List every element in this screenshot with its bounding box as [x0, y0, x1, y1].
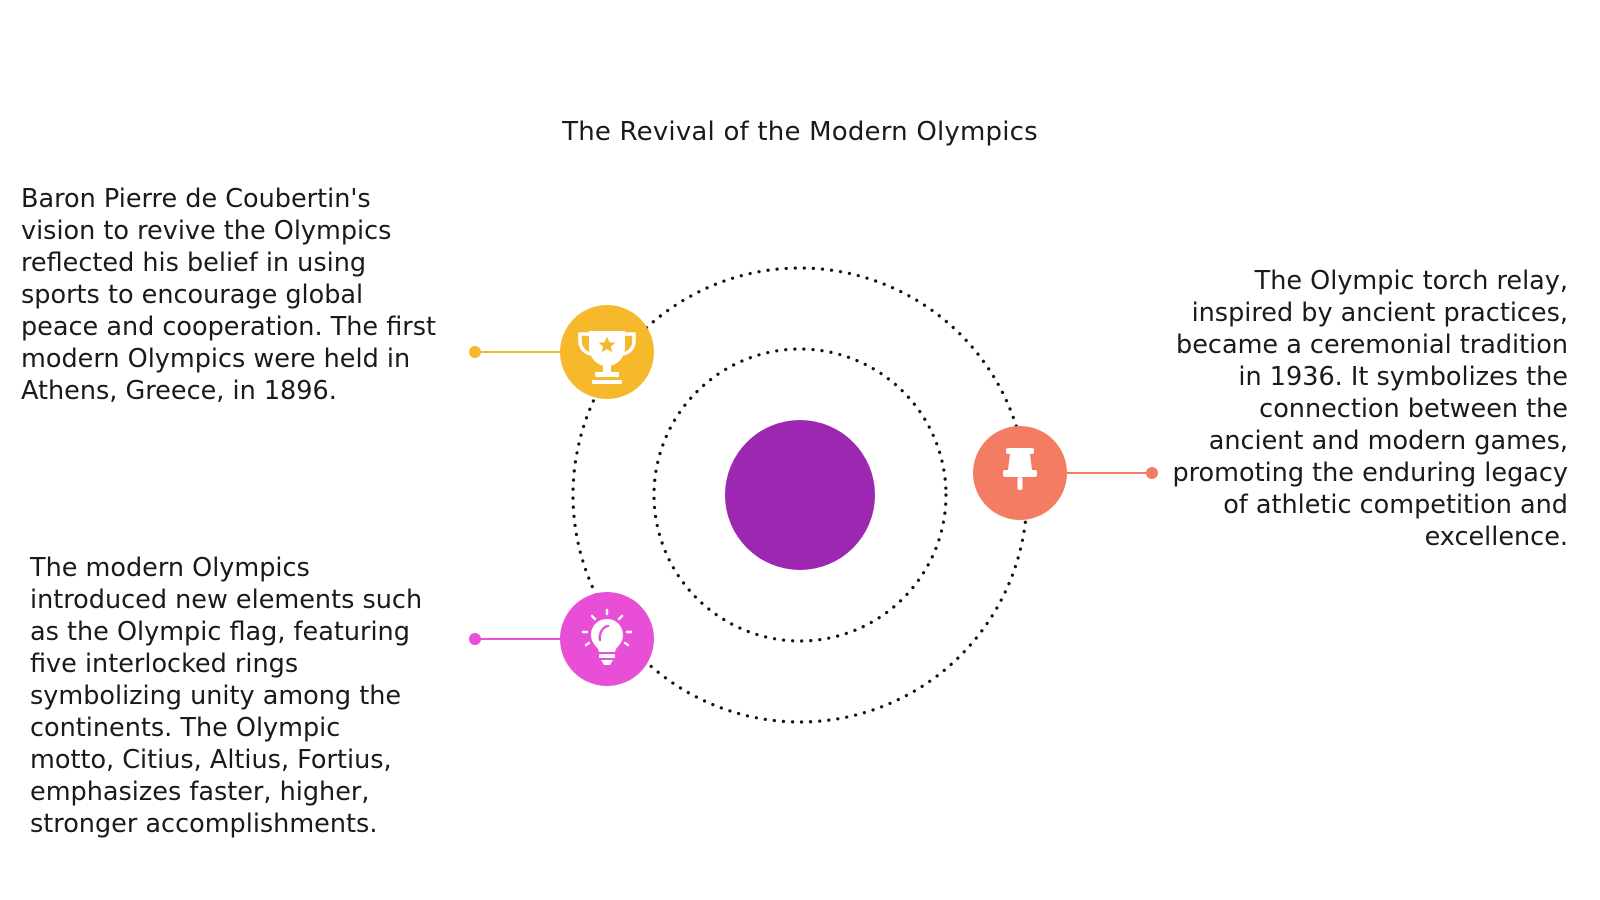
pushpin-description: The Olympic torch relay, inspired by anc…	[1172, 266, 1568, 552]
lightbulb-icon	[581, 608, 633, 665]
connector-trophy	[469, 346, 565, 358]
pushpin-icon	[1003, 448, 1037, 490]
trophy-description: Baron Pierre de Coubertin's vision to re…	[21, 184, 437, 406]
connector-lightbulb	[469, 633, 565, 645]
connector-pushpin	[1062, 467, 1158, 479]
trophy-node	[560, 305, 654, 399]
lightbulb-node	[560, 592, 654, 686]
lightbulb-description: The modern Olympics introduced new eleme…	[30, 553, 423, 839]
center-circle	[725, 420, 875, 570]
trophy-icon	[578, 331, 636, 384]
diagram-title: The Revival of the Modern Olympics	[562, 117, 1038, 147]
pushpin-node	[973, 426, 1067, 520]
inner-orbit	[652, 347, 948, 643]
